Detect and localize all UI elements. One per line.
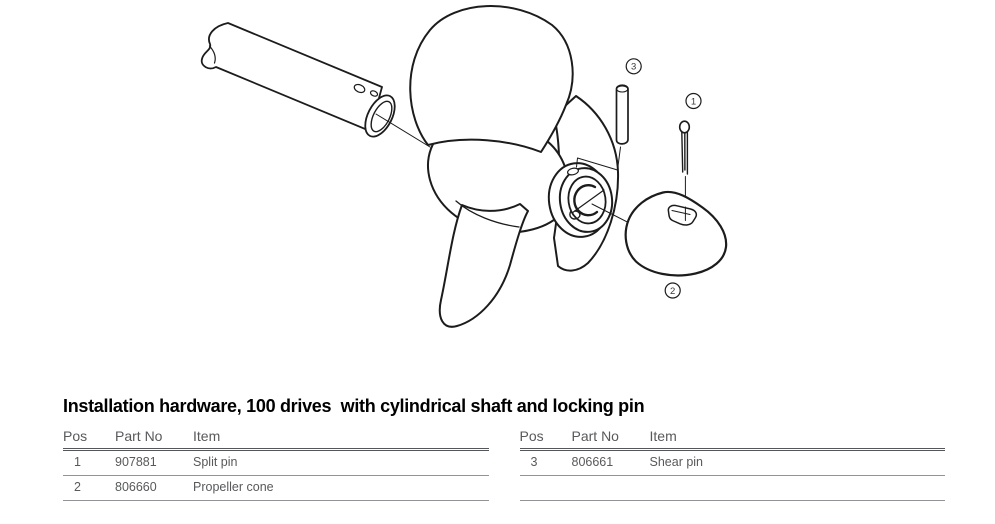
table-row: 3 806661 Shear pin [519,449,945,476]
shaft-pin-hole-small [369,90,379,97]
hub-spline-ring [573,184,599,217]
propeller-top-blade [409,5,574,153]
callout-2-label: 2 [670,286,675,297]
table-row: 1 907881 Split pin [63,449,489,476]
col-header-item: Item [649,427,945,451]
table-row-empty [519,475,945,501]
cell-pos: 2 [63,475,115,501]
table-row: 2 806660 Propeller cone [63,475,489,501]
cell-part-no: 806660 [115,475,193,501]
cell-part-no: 806661 [571,449,650,476]
cone-pin-slot [667,204,698,226]
propeller-cone-body [624,190,728,277]
hub-keyway-line [571,189,605,214]
parts-table-left: Pos Part No Item 1 907881 Split pin 2 80… [63,427,489,501]
callout-2: 2 [664,282,681,299]
split-pin-head-loop [678,120,691,134]
col-header-part-no: Part No [571,427,650,451]
shaft-body-outline [200,22,383,132]
shaft-pin-hole-large [353,83,366,94]
page-title: Installation hardware, 100 drives with c… [63,396,645,416]
callout-1: 1 [685,92,702,110]
hub-pin-hole [567,167,579,176]
callout-1-circle [685,92,702,110]
cell-item: Shear pin [649,449,945,476]
callout-1-label: 1 [691,96,696,107]
shear-pin-top-face [616,85,629,93]
table-header-row: Pos Part No Item [63,427,489,451]
split-pin-prongs [681,130,689,175]
callout-3-label: 3 [631,62,636,73]
cell-item [649,475,945,501]
cell-item: Propeller cone [193,475,489,501]
parts-table-right: Pos Part No Item 3 806661 Shear pin [519,427,945,501]
propeller-shaft-drawing [200,22,431,148]
shear-pin-body [615,84,629,145]
callout-3: 3 [625,58,642,75]
table-header-row: Pos Part No Item [519,427,945,451]
parts-tables: Pos Part No Item 1 907881 Split pin 2 80… [63,427,945,501]
shear-pin-leader-line [576,146,621,171]
cell-part-no [571,475,650,501]
exploded-diagram: 1 2 3 [200,5,728,328]
cell-pos [519,475,572,501]
hub-bore-tab [569,210,581,220]
bottom-blade-root-line [455,200,520,228]
col-header-part-no: Part No [115,427,193,451]
shear-pin-drawing [576,84,629,171]
callout-3-circle [625,58,642,75]
col-header-item: Item [193,427,489,451]
shaft-end-bore [370,100,393,133]
page-content: Installation hardware, 100 drives with c… [63,396,945,501]
col-header-pos: Pos [63,427,115,451]
shaft-break-detail [208,45,216,64]
propeller-cone-drawing [624,190,728,277]
cell-item: Split pin [193,449,489,476]
cell-part-no: 907881 [115,449,193,476]
col-header-pos: Pos [519,427,572,451]
cell-pos: 3 [519,449,572,476]
shaft-axis-leader-line [375,113,431,148]
callout-2-circle [664,282,681,299]
propeller-bottom-blade [438,203,529,328]
cell-pos: 1 [63,449,115,476]
cone-slot-inner-line [671,209,691,216]
propeller-drawing [409,5,638,328]
